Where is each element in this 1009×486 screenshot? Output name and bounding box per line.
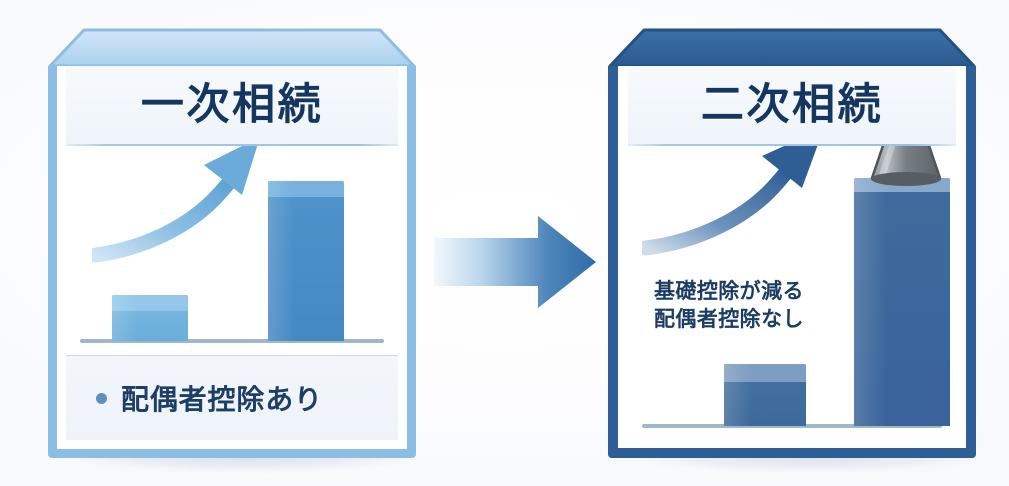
card-content: 二次相続 bbox=[628, 66, 956, 438]
note-block: 基礎控除が減る 配偶者控除なし bbox=[654, 278, 804, 334]
bar-gloss bbox=[724, 364, 752, 426]
growth-arrow-icon bbox=[92, 146, 288, 269]
bar-gloss bbox=[854, 178, 887, 426]
bar-cap bbox=[724, 364, 806, 382]
bar-cap bbox=[268, 181, 344, 197]
bar-tall bbox=[268, 181, 344, 341]
bar-gloss bbox=[112, 295, 138, 341]
growth-arrow-icon bbox=[642, 146, 842, 262]
card-front-face: 二次相続 bbox=[608, 66, 976, 458]
card-title: 二次相続 bbox=[700, 80, 884, 129]
bar-body bbox=[854, 178, 950, 426]
card-title-band: 一次相続 bbox=[66, 66, 398, 144]
bar-short bbox=[724, 364, 806, 426]
card-first-inheritance: 一次相続 bbox=[48, 28, 424, 472]
bar-body bbox=[268, 181, 344, 341]
chart-baseline bbox=[642, 424, 942, 428]
title-divider bbox=[66, 144, 398, 146]
card-title: 一次相続 bbox=[140, 80, 324, 129]
card-front-face: 一次相続 bbox=[48, 66, 416, 458]
card-second-inheritance: 二次相続 bbox=[608, 28, 984, 472]
bar-tall bbox=[854, 178, 950, 426]
title-divider bbox=[628, 144, 956, 146]
card-content: 一次相続 bbox=[66, 66, 398, 440]
card-3d-lid bbox=[608, 28, 976, 68]
footer-bullet-text: 配偶者控除あり bbox=[121, 384, 323, 415]
chart-area bbox=[66, 146, 398, 355]
bar-gloss bbox=[268, 181, 294, 341]
chart-baseline bbox=[80, 339, 384, 343]
bar-short bbox=[112, 295, 188, 341]
card-3d-lid bbox=[48, 28, 416, 68]
note-line-2: 配偶者控除なし bbox=[654, 307, 804, 331]
card-title-band: 二次相続 bbox=[628, 66, 956, 144]
card-footer-band: 配偶者控除あり bbox=[66, 355, 398, 440]
chart-area: 基礎控除が減る 配偶者控除なし bbox=[628, 146, 956, 438]
note-line-1: 基礎控除が減る bbox=[654, 279, 804, 303]
bar-cap bbox=[112, 295, 188, 311]
transition-arrow-icon bbox=[434, 216, 596, 308]
bullet-point-icon bbox=[96, 392, 107, 404]
